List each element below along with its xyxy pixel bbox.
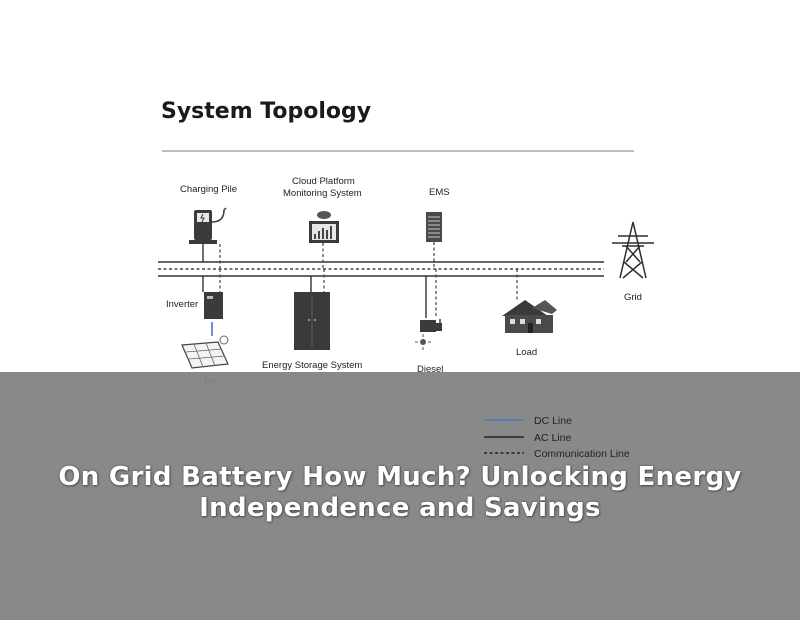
ems-cabinet-icon (426, 212, 442, 242)
node-label-cloud-platform-2: Monitoring System (283, 188, 362, 199)
legend-dc-label: DC Line (534, 415, 572, 427)
transmission-tower-icon (612, 221, 654, 279)
house-icon (502, 300, 557, 333)
overlay-band (0, 372, 800, 620)
node-label-inverter: Inverter (166, 299, 198, 310)
charging-pile-icon (189, 207, 227, 244)
node-label-diesel: Diesel (417, 364, 443, 375)
diagram-title: System Topology (161, 99, 371, 124)
legend-communication-label: Communication Line (534, 448, 630, 460)
node-label-energy-storage: Energy Storage System (262, 360, 362, 371)
monitor-icon (309, 211, 339, 243)
node-label-ems: EMS (429, 187, 450, 198)
inverter-icon (204, 292, 223, 319)
legend-ac-label: AC Line (534, 432, 572, 444)
node-label-load: Load (516, 347, 537, 358)
diesel-generator-icon (415, 319, 442, 350)
node-label-cloud-platform-1: Cloud Platform (292, 176, 355, 187)
node-label-grid: Grid (624, 292, 642, 303)
energy-storage-cabinet-icon (294, 292, 330, 350)
article-headline: On Grid Battery How Much? Unlocking Ener… (58, 462, 742, 523)
solar-panel-icon (181, 335, 229, 369)
diagram-legend: DC Line AC Line Communication Line (484, 415, 630, 460)
node-label-charging-pile: Charging Pile (180, 184, 237, 195)
